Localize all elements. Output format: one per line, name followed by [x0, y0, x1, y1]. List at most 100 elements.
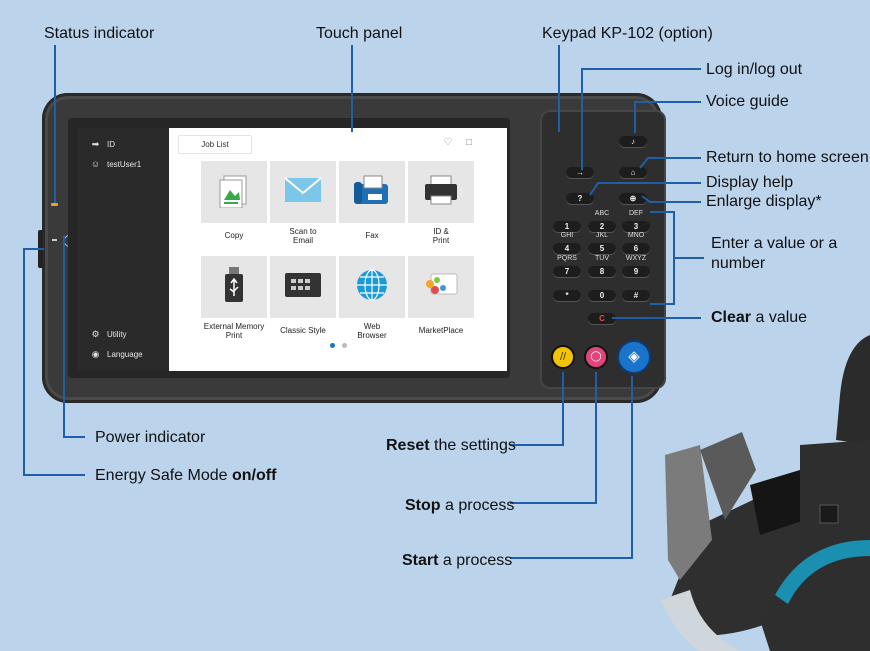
- digit-key[interactable]: 3: [622, 221, 650, 232]
- help-key[interactable]: ?: [566, 193, 594, 204]
- enter-value-line2: number: [711, 255, 766, 272]
- clear-key-label: C: [599, 314, 605, 323]
- start-button[interactable]: ◈: [617, 340, 651, 374]
- callout-voice-guide: Voice guide: [706, 93, 789, 110]
- app-tile-label: Scan to Email: [289, 227, 317, 245]
- key-letters-label: GHI: [560, 232, 574, 239]
- utility-item[interactable]: ⚙ Utility: [90, 329, 127, 340]
- language-label: Language: [107, 350, 143, 359]
- key-letters-label: TUV: [595, 255, 609, 262]
- callout-enlarge-display: Enlarge display*: [706, 193, 822, 210]
- app-tile-label: Web Browser: [357, 322, 387, 340]
- digit-label: 4: [564, 244, 570, 253]
- speaker-icon: ♪: [631, 137, 635, 146]
- page-dot-1[interactable]: [330, 343, 335, 348]
- digit-key[interactable]: 6: [622, 243, 650, 254]
- app-tile-label: Fax: [365, 231, 379, 240]
- stop-bold: Stop: [405, 497, 441, 514]
- fax-icon: [352, 172, 392, 213]
- digit-key[interactable]: 2: [588, 221, 616, 232]
- reset-icon: //: [559, 351, 567, 363]
- user-item[interactable]: ☺ testUser1: [90, 159, 141, 169]
- enter-value-line1: Enter a value or a: [711, 235, 838, 252]
- app-tile[interactable]: [408, 161, 474, 223]
- key-letters-label: WXYZ: [625, 255, 647, 262]
- reset-button[interactable]: //: [551, 345, 575, 369]
- app-tile[interactable]: [408, 256, 474, 318]
- callout-status-indicator: Status indicator: [44, 25, 155, 42]
- callout-touch-panel: Touch panel: [316, 25, 403, 42]
- voice-guide-key[interactable]: ♪: [619, 136, 647, 147]
- digit-label: 0: [599, 291, 605, 300]
- callout-start: Start a process: [402, 552, 512, 570]
- marketplace-icon: [421, 270, 461, 305]
- home-key[interactable]: ⌂: [619, 167, 647, 178]
- utility-label: Utility: [107, 330, 127, 339]
- key-letters-label: ABC: [594, 210, 610, 217]
- bell-icon[interactable]: ♡: [443, 137, 453, 148]
- magnifier-icon: ⊕: [629, 194, 637, 203]
- printer-icon: [421, 172, 461, 213]
- app-tile[interactable]: [270, 256, 336, 318]
- power-indicator-led: [52, 239, 57, 241]
- app-tile-label: ID & Print: [432, 227, 450, 245]
- digit-label: 9: [633, 267, 639, 276]
- digit-key[interactable]: 7: [553, 266, 581, 277]
- stop-button[interactable]: ◯: [584, 345, 608, 369]
- key-letters-label: MNO: [627, 232, 645, 239]
- copy-icon: [216, 172, 252, 213]
- status-indicator-led: [51, 203, 58, 206]
- app-tile[interactable]: [339, 161, 405, 223]
- login-id-item[interactable]: ➡ ID: [90, 139, 115, 150]
- digit-label: *: [565, 291, 569, 300]
- digit-label: 5: [599, 244, 605, 253]
- reset-rest: the settings: [429, 437, 516, 454]
- digit-key[interactable]: 4: [553, 243, 581, 254]
- digit-label: 8: [599, 267, 605, 276]
- app-tile-label: Classic Style: [280, 326, 326, 335]
- enlarge-key[interactable]: ⊕: [619, 193, 647, 204]
- digit-label: 1: [564, 222, 570, 231]
- digit-key[interactable]: 5: [588, 243, 616, 254]
- app-tile[interactable]: [201, 161, 267, 223]
- app-tile[interactable]: [339, 256, 405, 318]
- digit-key[interactable]: 1: [553, 221, 581, 232]
- start-bold: Start: [402, 552, 439, 569]
- page-dot-2[interactable]: [342, 343, 347, 348]
- callout-keypad: Keypad KP-102 (option): [542, 25, 713, 42]
- digit-label: 3: [633, 222, 639, 231]
- job-list-label: Job List: [201, 140, 229, 149]
- digit-key[interactable]: *: [553, 290, 581, 301]
- key-letters-label: JKL: [595, 232, 609, 239]
- envelope-icon: [283, 175, 323, 210]
- digit-key[interactable]: 0: [588, 290, 616, 301]
- callout-enter-value: Enter a value or a number: [711, 234, 837, 274]
- digit-key[interactable]: 8: [588, 266, 616, 277]
- reset-bold: Reset: [386, 437, 430, 454]
- status-icon[interactable]: □: [465, 137, 473, 148]
- job-list-button[interactable]: Job List: [178, 135, 252, 154]
- digit-label: #: [633, 291, 639, 300]
- energy-prefix: Energy Safe Mode: [95, 467, 232, 484]
- callout-return-home: Return to home screen: [706, 149, 869, 166]
- digit-label: 6: [633, 244, 639, 253]
- login-key-icon: →: [576, 168, 584, 177]
- app-tile[interactable]: [270, 161, 336, 223]
- login-key[interactable]: →: [566, 167, 594, 178]
- key-letters-label: DEF: [629, 210, 643, 217]
- stop-icon: ◯: [590, 351, 602, 362]
- clear-key[interactable]: C: [588, 313, 616, 324]
- digit-key[interactable]: 9: [622, 266, 650, 277]
- digit-key[interactable]: #: [622, 290, 650, 301]
- login-icon: ➡: [91, 139, 100, 149]
- keyboard-icon: [283, 271, 323, 304]
- callout-clear: Clear a value: [711, 309, 807, 327]
- id-label: ID: [107, 140, 115, 149]
- language-item[interactable]: ◉ Language: [90, 349, 143, 360]
- app-tile[interactable]: [201, 256, 267, 318]
- start-icon: ◈: [628, 348, 640, 365]
- app-tile-label: Copy: [224, 231, 244, 240]
- callout-display-help: Display help: [706, 174, 794, 191]
- clear-rest: a value: [751, 309, 808, 326]
